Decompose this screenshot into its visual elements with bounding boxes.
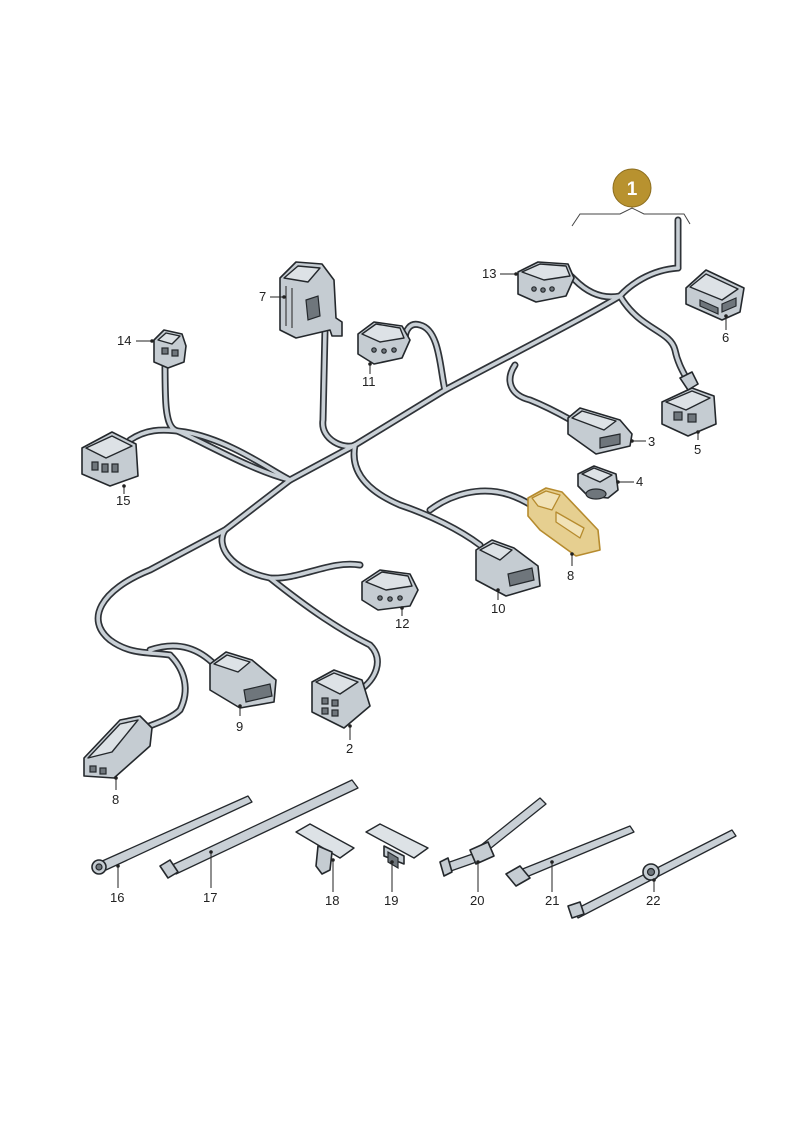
callout-6: 6 (722, 330, 729, 345)
connector-5 (661, 371, 717, 437)
connector-14 (153, 329, 187, 369)
callouts: 13 6 7 11 14 15 3 5 4 8 10 12 9 (110, 266, 729, 908)
assembly-badge-label: 1 (627, 179, 638, 200)
clip-19 (365, 823, 429, 870)
callout-8-lower: 8 (112, 792, 119, 807)
harness-wires (94, 216, 694, 734)
callout-22: 22 (646, 893, 660, 908)
callout-7: 7 (259, 289, 266, 304)
wire-5 (321, 328, 357, 448)
clip-18 (295, 823, 355, 875)
wire-2 (618, 294, 692, 387)
cable-tie-17 (159, 779, 359, 879)
callout-8-highlighted: 8 (567, 568, 574, 583)
assembly-badge: 1 (571, 168, 691, 227)
wire-outline-5 (319, 326, 359, 450)
wire-11 (268, 576, 380, 692)
connector-7 (279, 261, 343, 339)
callout-15: 15 (116, 493, 130, 508)
connector-3 (567, 407, 633, 455)
connector-4 (577, 465, 619, 500)
connector-12 (361, 569, 419, 611)
callout-19: 19 (384, 893, 398, 908)
connector-8-highlighted (527, 487, 601, 557)
wire-outline-6 (161, 356, 294, 484)
connector-10 (475, 539, 541, 597)
connector-6 (685, 269, 745, 321)
callout-11: 11 (362, 374, 376, 389)
callout-16: 16 (110, 890, 124, 905)
connector-15 (81, 431, 139, 487)
cable-tie-22 (567, 829, 737, 919)
connector-8-lower (83, 715, 153, 779)
cable-tie-20 (439, 797, 547, 877)
callout-9: 9 (236, 719, 243, 734)
callout-21: 21 (545, 893, 559, 908)
callout-13: 13 (482, 266, 496, 281)
cable-tie-21 (505, 825, 635, 887)
wire-13 (138, 653, 187, 732)
connector-9 (209, 651, 277, 709)
cable-tie-16 (91, 795, 253, 875)
wire-7 (128, 428, 292, 482)
callout-10: 10 (491, 601, 505, 616)
callout-5: 5 (694, 442, 701, 457)
callout-20: 20 (470, 893, 484, 908)
wire-3 (403, 322, 447, 392)
callout-3: 3 (648, 434, 655, 449)
callout-2: 2 (346, 741, 353, 756)
callout-14: 14 (117, 333, 131, 348)
connector-2 (311, 669, 371, 729)
wire-8 (352, 443, 482, 547)
wire-6 (163, 358, 292, 482)
callout-12: 12 (395, 616, 409, 631)
callout-17: 17 (203, 890, 217, 905)
connector-13 (517, 261, 575, 303)
connector-11 (357, 321, 411, 365)
callout-18: 18 (325, 893, 339, 908)
wire-outline-10 (218, 526, 364, 582)
wire-12 (148, 644, 217, 667)
callout-4: 4 (636, 474, 643, 489)
